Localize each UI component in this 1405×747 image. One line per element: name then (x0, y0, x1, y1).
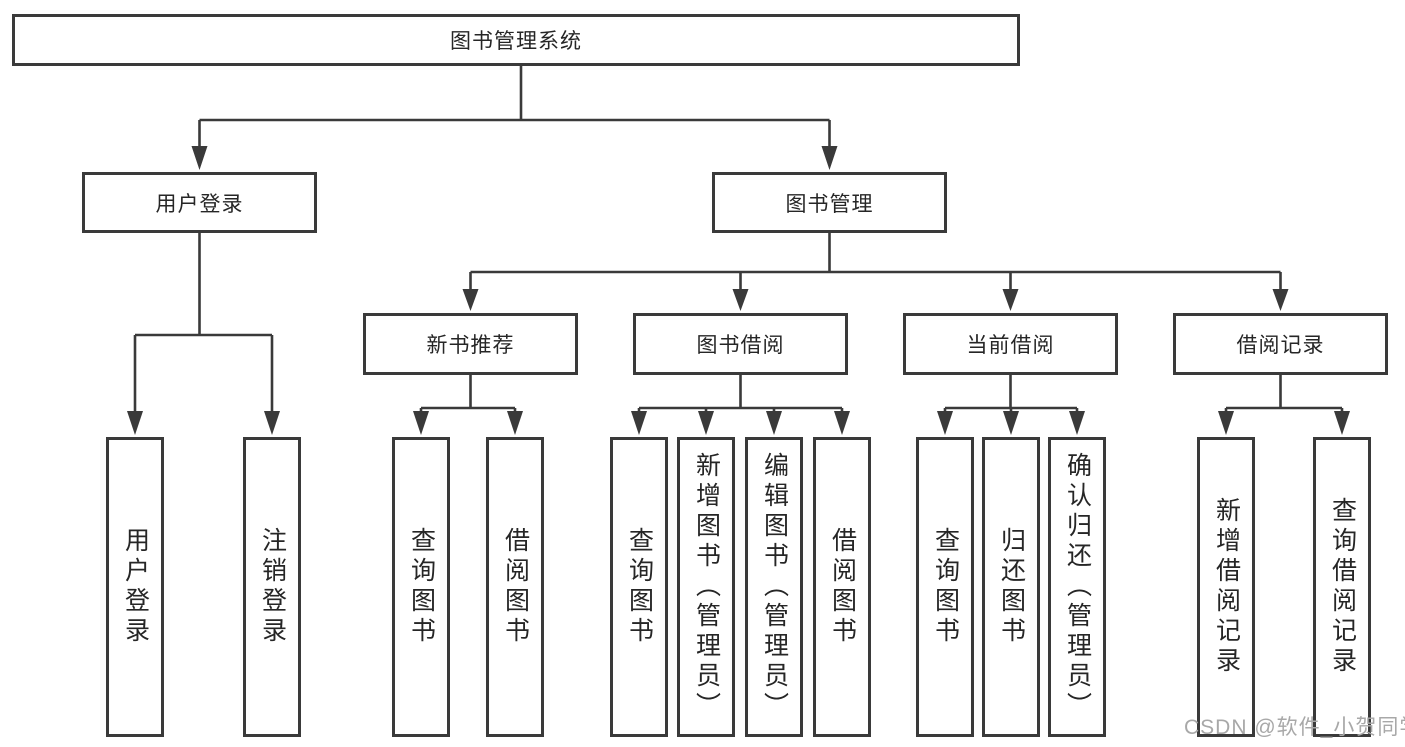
leaf-records-add: 新增借阅记录 (1197, 437, 1255, 737)
node-current-borrow: 当前借阅 (903, 313, 1118, 375)
arrowheads-book-borrow (631, 411, 850, 435)
node-user-login: 用户登录 (82, 172, 317, 233)
leaf-records-query: 查询借阅记录 (1313, 437, 1371, 737)
connector-current-borrow (943, 375, 1079, 414)
node-borrow-records-label: 借阅记录 (1236, 334, 1325, 357)
node-root: 图书管理系统 (12, 14, 1020, 66)
connector-borrow-records (1224, 375, 1344, 414)
csdn-watermark: CSDN @软件_小贺同学 (1184, 716, 1405, 739)
leaf-current-return-label: 归还图书 (997, 527, 1026, 647)
leaf-logout-label: 注销登录 (258, 527, 287, 647)
arrowheads-current-borrow (937, 411, 1085, 435)
connector-book-borrow (637, 375, 844, 414)
leaf-borrow-borrow-label: 借阅图书 (828, 527, 857, 647)
node-book-management-label: 图书管理 (785, 192, 874, 216)
leaf-borrow-query: 查询图书 (610, 437, 668, 737)
node-root-label: 图书管理系统 (450, 30, 582, 53)
leaf-newbooks-borrow: 借阅图书 (486, 437, 544, 737)
arrowheads-borrow-records (1218, 411, 1350, 435)
leaf-current-confirm: 确认归还（管理员） (1048, 437, 1106, 737)
connector-book-management (469, 233, 1282, 292)
node-new-books-label: 新书推荐 (426, 334, 515, 357)
leaf-user-login-label: 用户登录 (121, 527, 150, 647)
leaf-records-query-label: 查询借阅记录 (1328, 497, 1357, 677)
node-book-borrow: 图书借阅 (633, 313, 848, 375)
node-new-books: 新书推荐 (363, 313, 578, 375)
leaf-newbooks-borrow-label: 借阅图书 (501, 527, 530, 647)
connector-new-books (419, 375, 517, 414)
leaf-current-return: 归还图书 (982, 437, 1040, 737)
leaf-borrow-edit: 编辑图书（管理员） (745, 437, 803, 737)
arrowheads-book-management (462, 289, 1289, 311)
leaf-newbooks-query-label: 查询图书 (407, 527, 436, 647)
leaf-newbooks-query: 查询图书 (392, 437, 450, 737)
connector-root (198, 66, 831, 150)
leaf-current-query: 查询图书 (916, 437, 974, 737)
leaf-user-login: 用户登录 (106, 437, 164, 737)
leaf-logout: 注销登录 (243, 437, 301, 737)
leaf-current-confirm-label: 确认归还（管理员） (1063, 452, 1092, 722)
leaf-borrow-query-label: 查询图书 (625, 527, 654, 647)
leaf-borrow-add-label: 新增图书（管理员） (692, 452, 721, 722)
leaf-borrow-borrow: 借阅图书 (813, 437, 871, 737)
connector-login (133, 233, 274, 414)
leaf-borrow-add: 新增图书（管理员） (677, 437, 735, 737)
node-book-borrow-label: 图书借阅 (696, 334, 785, 357)
leaf-borrow-edit-label: 编辑图书（管理员） (760, 452, 789, 722)
node-user-login-label: 用户登录 (155, 192, 244, 216)
arrowheads-new-books (413, 411, 523, 435)
node-book-management: 图书管理 (712, 172, 947, 233)
leaf-records-add-label: 新增借阅记录 (1212, 497, 1241, 677)
leaf-current-query-label: 查询图书 (931, 527, 960, 647)
node-borrow-records: 借阅记录 (1173, 313, 1388, 375)
arrowheads-login (127, 411, 280, 435)
node-current-borrow-label: 当前借阅 (966, 334, 1055, 357)
arrowheads-root (191, 146, 838, 170)
